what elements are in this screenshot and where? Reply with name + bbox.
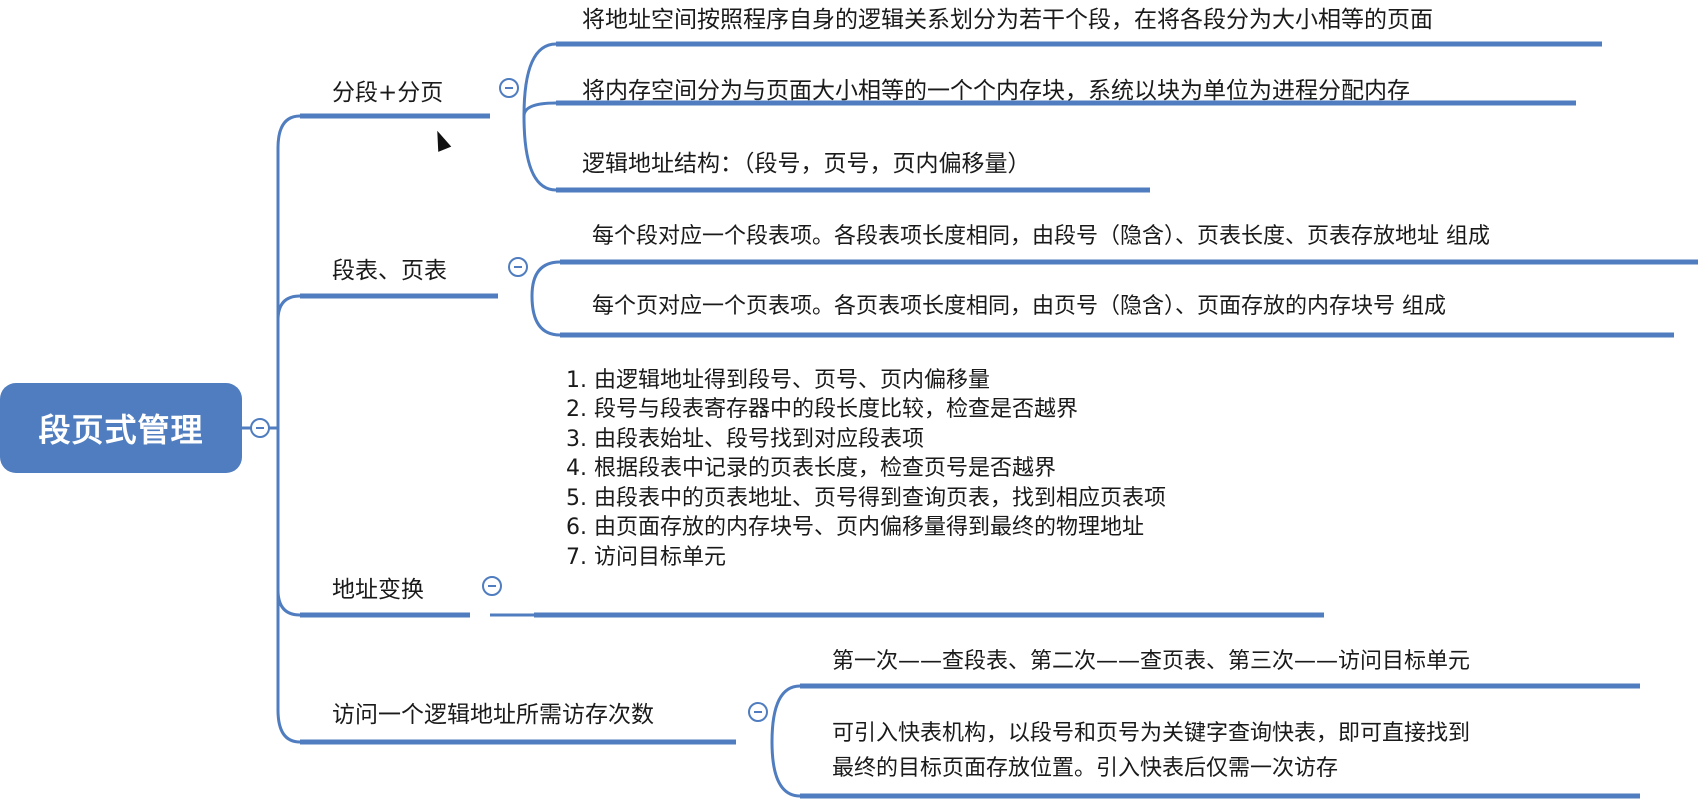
- branch-segment-paging[interactable]: 分段+分页: [332, 80, 444, 106]
- leaf-logical-address[interactable]: 逻辑地址结构：（段号，页号，页内偏移量）: [582, 151, 1031, 177]
- leaf-segment-table-entry[interactable]: 每个段对应一个段表项。各段表项长度相同，由段号（隐含）、页表长度、页表存放地址 …: [592, 224, 1490, 249]
- step-3[interactable]: 3. 由段表始址、段号找到对应段表项: [566, 427, 924, 452]
- leaf-tlb-line-2[interactable]: 最终的目标页面存放位置。引入快表后仅需一次访存: [832, 756, 1339, 781]
- collapse-icon[interactable]: [499, 78, 519, 98]
- root-node[interactable]: 段页式管理: [0, 383, 242, 473]
- leaf-tlb-line-1[interactable]: 可引入快表机构，以段号和页号为关键字查询快表，即可直接找到: [832, 721, 1471, 746]
- branch-address-translation[interactable]: 地址变换: [332, 577, 424, 603]
- leaf-three-accesses[interactable]: 第一次——查段表、第二次——查页表、第三次——访问目标单元: [832, 649, 1471, 674]
- collapse-icon[interactable]: [482, 576, 502, 596]
- collapse-icon[interactable]: [508, 257, 528, 277]
- leaf-memory-space[interactable]: 将内存空间分为与页面大小相等的一个个内存块，系统以块为单位为进程分配内存: [582, 78, 1410, 104]
- branch-segment-page-table[interactable]: 段表、页表: [332, 258, 447, 284]
- leaf-page-table-entry[interactable]: 每个页对应一个页表项。各页表项长度相同，由页号（隐含）、页面存放的内存块号 组成: [592, 294, 1446, 319]
- step-1[interactable]: 1. 由逻辑地址得到段号、页号、页内偏移量: [566, 368, 990, 393]
- collapse-icon[interactable]: [748, 702, 768, 722]
- step-2[interactable]: 2. 段号与段表寄存器中的段长度比较，检查是否越界: [566, 397, 1078, 422]
- step-7[interactable]: 7. 访问目标单元: [566, 545, 726, 570]
- leaf-address-space[interactable]: 将地址空间按照程序自身的逻辑关系划分为若干个段，在将各段分为大小相等的页面: [582, 7, 1433, 33]
- collapse-icon[interactable]: [250, 418, 270, 438]
- branch-memory-access-count[interactable]: 访问一个逻辑地址所需访存次数: [332, 702, 654, 728]
- step-4[interactable]: 4. 根据段表中记录的页表长度，检查页号是否越界: [566, 456, 1056, 481]
- step-5[interactable]: 5. 由段表中的页表地址、页号得到查询页表，找到相应页表项: [566, 486, 1166, 511]
- step-6[interactable]: 6. 由页面存放的内存块号、页内偏移量得到最终的物理地址: [566, 515, 1144, 540]
